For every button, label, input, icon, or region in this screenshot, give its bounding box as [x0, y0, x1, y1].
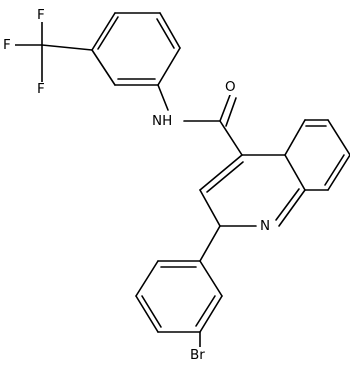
bond-ring2-b	[135, 260, 159, 297]
bond-ring1-d	[157, 47, 181, 86]
bond-ring-nh	[157, 84, 169, 111]
bond-carbonyl-c4	[219, 120, 243, 156]
bonds	[11, 12, 350, 349]
bond-ring1-c-inner	[156, 18, 175, 49]
fluorine-label-3: F	[37, 81, 45, 97]
fluorine-label-1: F	[3, 37, 11, 53]
bond-c4a-c8a	[284, 154, 306, 191]
bond-ring1-f	[91, 49, 116, 86]
bond-c8a-n-inner	[275, 188, 300, 221]
bond-ring2-f	[199, 260, 223, 297]
bond-c4a-c5	[284, 119, 306, 156]
bond-ring1-c	[159, 12, 181, 49]
bond-ring2-e	[199, 295, 223, 333]
bond-cf3-ring	[41, 44, 93, 51]
bond-c3-c4-inner	[206, 161, 244, 193]
bromine-label: Br	[190, 347, 205, 363]
bond-c-o-double	[225, 97, 237, 127]
bond-c6-c7	[327, 119, 350, 156]
bond-c7-c8-inner	[324, 154, 345, 186]
quinoline-nitrogen-label: N	[260, 218, 270, 234]
bond-ring2-c	[135, 295, 159, 333]
oxygen-label: O	[225, 79, 236, 95]
bond-ring2-e-inner	[195, 295, 216, 327]
bond-c8a-n	[278, 189, 306, 227]
bond-ring1-a-inner	[97, 16, 119, 50]
bond-c2-c3	[199, 189, 221, 227]
amide-nh-label: NH	[152, 113, 172, 129]
bond-ring1-a	[91, 12, 116, 51]
bond-c2-ar	[199, 225, 221, 262]
bond-c7-c8	[327, 154, 350, 191]
fluorine-label-2: F	[37, 7, 45, 23]
bond-ring2-c-inner	[141, 295, 162, 328]
bond-c3-c4	[199, 154, 243, 191]
atom-labels: F F F O NH N Br	[3, 7, 274, 364]
bond-c-o	[219, 94, 231, 122]
